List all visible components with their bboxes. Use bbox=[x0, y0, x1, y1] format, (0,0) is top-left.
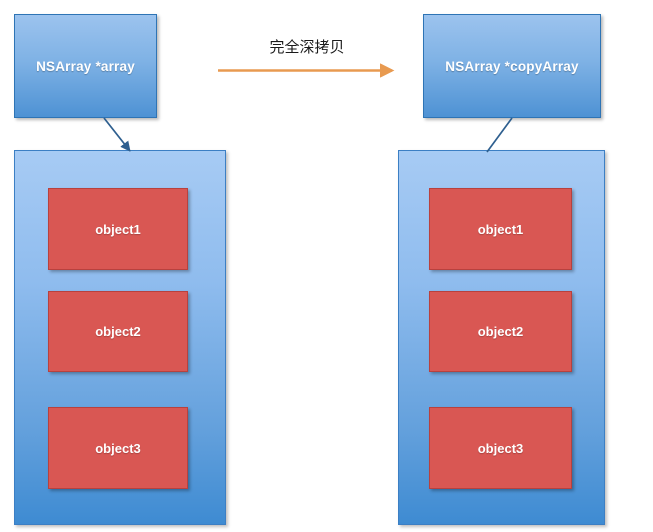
target-object-label: object3 bbox=[477, 440, 524, 456]
deep-copy-caption: 完全深拷贝 bbox=[269, 38, 345, 56]
source-pointer-arrow bbox=[103, 117, 131, 152]
target-object-box: object2 bbox=[429, 291, 572, 372]
source-pointer-box: NSArray *array bbox=[14, 14, 157, 118]
source-object-box: object2 bbox=[48, 291, 188, 372]
target-object-label: object2 bbox=[477, 324, 524, 339]
target-object-label: object1 bbox=[477, 221, 524, 237]
source-object-box: object1 bbox=[48, 188, 188, 270]
target-object-box: object3 bbox=[429, 407, 572, 489]
source-object-box: object3 bbox=[48, 407, 188, 489]
source-object-label: object3 bbox=[95, 440, 141, 456]
target-pointer-label: NSArray *copyArray bbox=[445, 58, 579, 74]
target-pointer-connector bbox=[486, 117, 513, 153]
target-object-box: object1 bbox=[429, 188, 572, 270]
target-pointer-box: NSArray *copyArray bbox=[423, 14, 601, 118]
source-object-label: object1 bbox=[95, 221, 141, 237]
source-pointer-label: NSArray *array bbox=[36, 58, 135, 74]
source-object-label: object2 bbox=[95, 324, 141, 339]
